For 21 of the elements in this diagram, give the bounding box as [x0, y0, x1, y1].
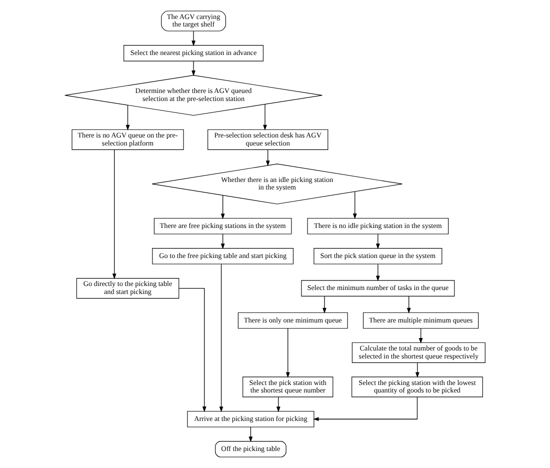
arrow: [313, 396, 418, 422]
arrow: [192, 30, 196, 46]
arrow: [418, 328, 423, 344]
arrow: [322, 296, 326, 314]
arrow: [248, 426, 253, 442]
arrow: [220, 234, 225, 250]
arrow: [178, 288, 206, 412]
arrow: [126, 104, 130, 130]
arrow: [415, 362, 420, 378]
arrow: [352, 191, 357, 220]
arrow: [263, 104, 267, 130]
arrow: [406, 296, 411, 314]
arrow: [219, 264, 224, 412]
arrow: [286, 328, 290, 378]
arrow: [220, 195, 225, 220]
arrow: [112, 150, 116, 280]
arrow: [276, 396, 280, 412]
arrow: [376, 234, 380, 250]
arrow: [266, 149, 270, 166]
arrow: [376, 264, 380, 282]
arrow: [192, 60, 196, 76]
